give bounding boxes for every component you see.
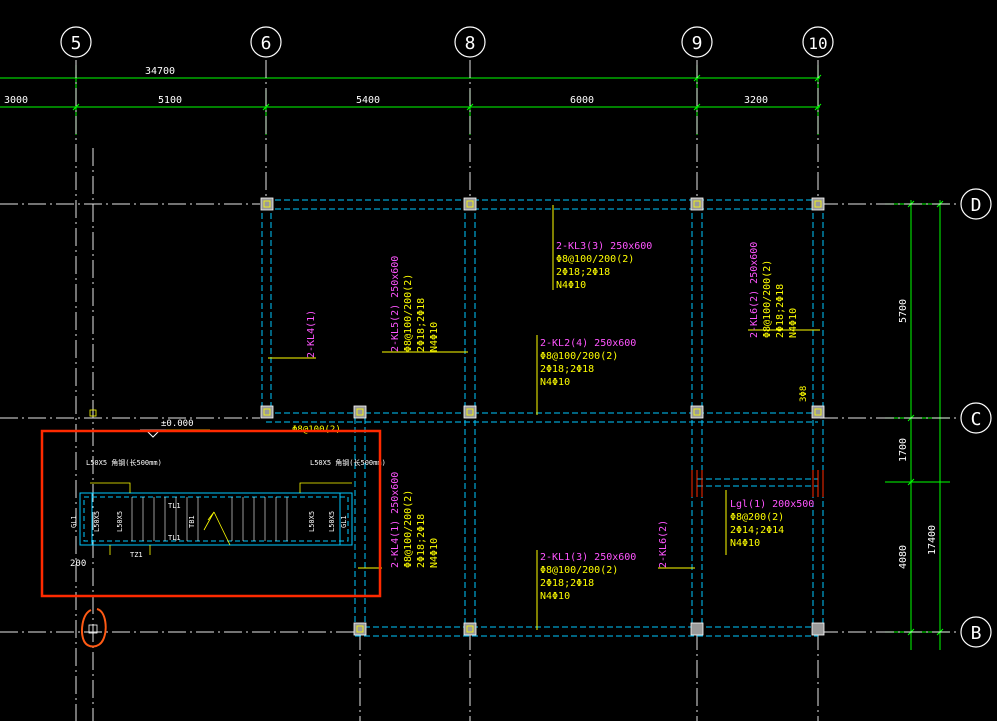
svg-text:2-KL2(4) 250x600: 2-KL2(4) 250x600 bbox=[540, 338, 636, 349]
svg-text:2-KL6(2) 250x600: 2-KL6(2) 250x600 bbox=[749, 242, 760, 338]
svg-text:Φ8@200(2): Φ8@200(2) bbox=[730, 512, 784, 523]
stair-detail: L50X5 角钢(长500mm) L50X5 角钢(长500mm) TZ1 TL… bbox=[70, 458, 386, 559]
svg-text:2-KL4(1) 250x600: 2-KL4(1) 250x600 bbox=[390, 472, 401, 568]
beam-label-kl4-left: 2-KL4(1) 250x600 Φ8@100/200(2) 2Φ18;2Φ18… bbox=[390, 472, 440, 568]
svg-text:2Φ18;2Φ18: 2Φ18;2Φ18 bbox=[416, 514, 427, 568]
tl-bottom-label: TL1 bbox=[168, 534, 181, 542]
top-dimension-lines bbox=[0, 65, 822, 135]
axis-grid-lines bbox=[0, 60, 960, 721]
svg-text:Lgl(1) 200x500: Lgl(1) 200x500 bbox=[730, 499, 814, 510]
dim-top-1: 3000 bbox=[4, 95, 28, 106]
dim-right-3: 4080 bbox=[898, 545, 909, 569]
svg-text:2Φ18;2Φ18: 2Φ18;2Φ18 bbox=[556, 267, 610, 278]
beam-label-kl2: 2-KL2(4) 250x600 Φ8@100/200(2) 2Φ18;2Φ18… bbox=[540, 338, 636, 388]
axis-bubble-B: B bbox=[960, 616, 992, 648]
svg-text:2Φ18;2Φ18: 2Φ18;2Φ18 bbox=[775, 284, 786, 338]
elevation-mark: ±0.000 bbox=[161, 419, 194, 429]
highlight-rectangle bbox=[40, 429, 382, 598]
svg-text:Φ8@100/200(2): Φ8@100/200(2) bbox=[556, 254, 634, 265]
beam-label-kl6-lower: 2-KL6(2) bbox=[658, 520, 669, 568]
svg-text:2-KL5(2) 250x600: 2-KL5(2) 250x600 bbox=[390, 256, 401, 352]
axis-label-6: 6 bbox=[261, 33, 272, 54]
beam-label-kl4-upper: 2-KL4(1) bbox=[306, 310, 317, 358]
svg-text:N4Φ10: N4Φ10 bbox=[540, 377, 570, 388]
svg-text:2Φ14;2Φ14: 2Φ14;2Φ14 bbox=[730, 525, 784, 536]
highlight-circle bbox=[81, 608, 107, 648]
dim-right-total: 17400 bbox=[927, 525, 938, 555]
beam-label-kl6-upper: 2-KL6(2) 250x600 Φ8@100/200(2) 2Φ18;2Φ18… bbox=[749, 242, 799, 338]
dim-total-top: 34700 bbox=[145, 66, 175, 77]
axis-bubble-C: C bbox=[960, 402, 992, 434]
axis-label-8: 8 bbox=[465, 33, 476, 54]
dim-top-2: 5100 bbox=[158, 95, 182, 106]
axis-label-10: 10 bbox=[808, 34, 827, 53]
axis-bubble-D: D bbox=[960, 188, 992, 220]
svg-text:N4Φ10: N4Φ10 bbox=[540, 591, 570, 602]
stirrup-note-2: 3Φ8 bbox=[799, 386, 809, 402]
svg-text:2-KL3(3) 250x600: 2-KL3(3) 250x600 bbox=[556, 241, 652, 252]
svg-text:N4Φ10: N4Φ10 bbox=[429, 538, 440, 568]
svg-text:N4Φ10: N4Φ10 bbox=[556, 280, 586, 291]
beam-label-kl3: 2-KL3(3) 250x600 Φ8@100/200(2) 2Φ18;2Φ18… bbox=[556, 241, 652, 291]
l50-label-4: L50X5 bbox=[328, 511, 336, 532]
svg-text:N4Φ10: N4Φ10 bbox=[730, 538, 760, 549]
svg-text:Φ8@100/200(2): Φ8@100/200(2) bbox=[540, 565, 618, 576]
beam-label-kl1: 2-KL1(3) 250x600 Φ8@100/200(2) 2Φ18;2Φ18… bbox=[540, 552, 636, 602]
beam-label-lgl1: Lgl(1) 200x500 Φ8@200(2) 2Φ14;2Φ14 N4Φ10 bbox=[730, 499, 814, 549]
svg-text:Φ8@100/200(2): Φ8@100/200(2) bbox=[403, 274, 414, 352]
dim-200: 200 bbox=[70, 559, 86, 569]
dim-top-3: 5400 bbox=[356, 95, 380, 106]
columns bbox=[88, 197, 825, 636]
l50-label-2: L50X5 bbox=[116, 511, 124, 532]
svg-text:Φ8@100/200(2): Φ8@100/200(2) bbox=[762, 260, 773, 338]
svg-text:2-KL1(3) 250x600: 2-KL1(3) 250x600 bbox=[540, 552, 636, 563]
tl-top-label: TL1 bbox=[168, 502, 181, 510]
l50-label-1: L50X5 bbox=[93, 511, 101, 532]
axis-bubble-8: 8 bbox=[454, 26, 486, 58]
svg-text:Φ8@100/200(2): Φ8@100/200(2) bbox=[403, 490, 414, 568]
svg-text:2Φ18;2Φ18: 2Φ18;2Φ18 bbox=[540, 364, 594, 375]
axis-bubble-5: 5 bbox=[60, 26, 92, 58]
gl-left-label: GL1 bbox=[70, 515, 78, 528]
axis-bubble-9: 9 bbox=[681, 26, 713, 58]
gl-right-label: GL1 bbox=[340, 515, 348, 528]
angle-label-left: L50X5 角钢(长500mm) bbox=[86, 458, 162, 467]
tz-label: TZ1 bbox=[130, 551, 143, 559]
l50-label-3: L50X5 bbox=[308, 511, 316, 532]
svg-text:2Φ18;2Φ18: 2Φ18;2Φ18 bbox=[540, 578, 594, 589]
axis-label-5: 5 bbox=[71, 33, 82, 54]
dim-top-4: 6000 bbox=[570, 95, 594, 106]
svg-text:N4Φ10: N4Φ10 bbox=[429, 322, 440, 352]
red-markers bbox=[691, 470, 824, 497]
axis-bubble-10: 10 bbox=[802, 26, 834, 58]
dim-right-1: 5700 bbox=[898, 299, 909, 323]
tb-label: TB1 bbox=[188, 515, 196, 528]
beam-label-kl5: 2-KL5(2) 250x600 Φ8@100/200(2) 2Φ18;2Φ18… bbox=[390, 256, 440, 352]
axis-label-D: D bbox=[971, 195, 982, 216]
axis-label-C: C bbox=[971, 409, 982, 430]
angle-label-right: L50X5 角钢(长500mm) bbox=[310, 458, 386, 467]
svg-text:Φ8@100/200(2): Φ8@100/200(2) bbox=[540, 351, 618, 362]
axis-bubble-6: 6 bbox=[250, 26, 282, 58]
right-dimension-lines bbox=[885, 200, 950, 650]
axis-label-B: B bbox=[971, 623, 982, 644]
svg-text:N4Φ10: N4Φ10 bbox=[788, 308, 799, 338]
dim-right-2: 1700 bbox=[898, 438, 909, 462]
axis-label-9: 9 bbox=[692, 33, 703, 54]
dim-top-5: 3200 bbox=[744, 95, 768, 106]
svg-text:2Φ18;2Φ18: 2Φ18;2Φ18 bbox=[416, 298, 427, 352]
